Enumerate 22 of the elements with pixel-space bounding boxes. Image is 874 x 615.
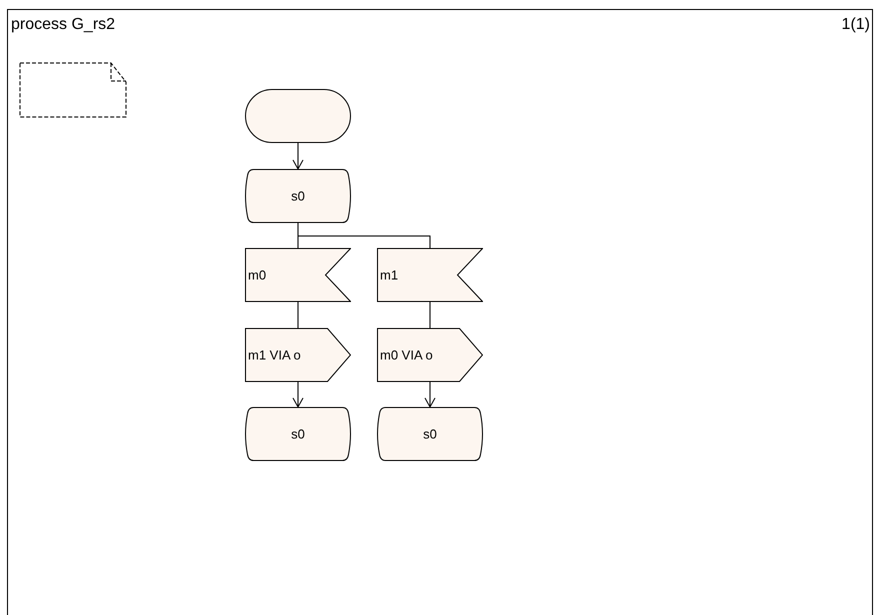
- input-symbol: [245, 248, 351, 302]
- flow-line: [298, 222, 430, 248]
- symbol-label: m1: [380, 268, 398, 282]
- frame-title: process G_rs2: [11, 17, 116, 33]
- symbol-label: m0 VIA o: [380, 348, 433, 362]
- process-frame: [7, 9, 873, 615]
- symbol-label: s0: [423, 428, 437, 440]
- arrow: [292, 142, 304, 170]
- symbol-label: m1 VIA o: [248, 348, 301, 362]
- symbol-label: s0: [291, 190, 305, 202]
- arrow: [424, 382, 436, 408]
- symbol-label: m0: [248, 268, 266, 282]
- input-symbol: [377, 248, 483, 302]
- arrow: [292, 382, 304, 408]
- state-symbol: [245, 407, 351, 461]
- state-symbol: [377, 407, 483, 461]
- output-symbol: [245, 328, 351, 382]
- symbol-label: s0: [291, 428, 305, 440]
- output-symbol: [377, 328, 483, 382]
- start-symbol: [245, 89, 351, 143]
- state-symbol: [245, 169, 351, 223]
- page-number: 1(1): [842, 17, 870, 33]
